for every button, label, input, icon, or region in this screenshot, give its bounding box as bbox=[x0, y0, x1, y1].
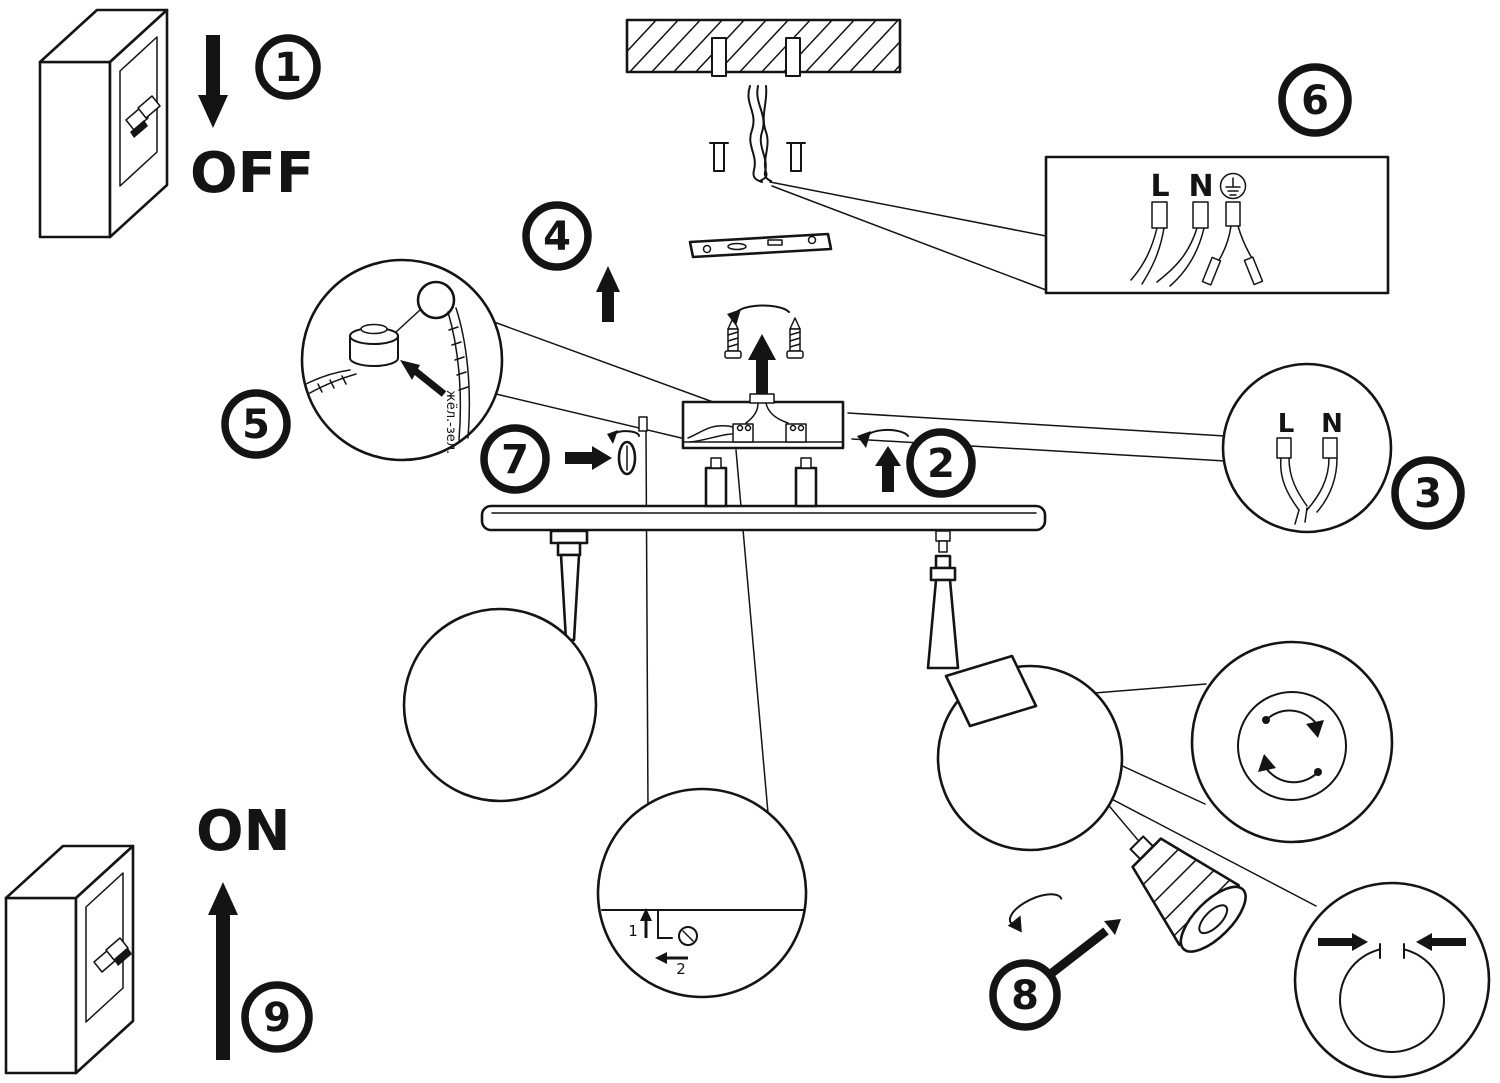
ground-wire bbox=[305, 307, 471, 441]
step-4-number: 4 bbox=[543, 214, 571, 260]
ground-icon bbox=[1219, 172, 1247, 200]
insert-arrow-icon bbox=[1104, 919, 1121, 935]
step7-side-screw bbox=[565, 430, 640, 476]
step-2-number: 2 bbox=[927, 441, 955, 487]
lamp-post-left bbox=[704, 466, 728, 508]
pair-n-label: N bbox=[1321, 409, 1343, 439]
adjust-arrow-2-icon bbox=[655, 952, 667, 964]
detail-adjust-mechanism: 1 2 bbox=[596, 787, 808, 999]
step-7-number: 7 bbox=[501, 437, 529, 483]
step-5-number: 5 bbox=[242, 402, 270, 448]
step-8-badge: 8 bbox=[989, 959, 1061, 1031]
breaker-switch-off bbox=[125, 95, 161, 138]
step-3-badge: 3 bbox=[1391, 456, 1465, 530]
lamp-right bbox=[926, 554, 1124, 852]
terminal-l-label: L bbox=[1150, 169, 1169, 204]
step-9-number: 9 bbox=[263, 995, 291, 1041]
wire-color-note: жёл.-зел. bbox=[443, 390, 458, 454]
adjust-label-2: 2 bbox=[676, 960, 686, 978]
pair-l-label: L bbox=[1278, 409, 1295, 439]
terminal-n-label: N bbox=[1188, 169, 1213, 204]
lamp-left bbox=[402, 529, 598, 803]
push-arrow-right-icon bbox=[1416, 933, 1432, 951]
step-4-badge: 4 bbox=[522, 201, 592, 271]
step-8-number: 8 bbox=[1011, 973, 1039, 1019]
on-label: ON bbox=[196, 799, 290, 864]
step2-tighten bbox=[857, 428, 909, 492]
stud-under-plate bbox=[935, 530, 951, 542]
globe-holder bbox=[944, 654, 1038, 728]
ring-lug bbox=[416, 280, 456, 320]
adjust-arrow-1-icon bbox=[640, 908, 652, 921]
step-1-badge: 1 bbox=[255, 34, 321, 100]
terminal-box bbox=[638, 393, 845, 450]
step-9-badge: 9 bbox=[241, 981, 313, 1053]
ceiling bbox=[625, 18, 902, 183]
base-plate bbox=[480, 457, 1047, 553]
ground-post bbox=[349, 323, 399, 367]
ceiling-hatch bbox=[627, 20, 900, 72]
step-6-badge: 6 bbox=[1278, 63, 1352, 137]
detail-twist-lock bbox=[1190, 640, 1394, 844]
mounting-screws bbox=[724, 304, 804, 398]
breaker-box-off bbox=[38, 8, 169, 239]
glass-globe-left bbox=[402, 607, 598, 803]
step-1-number: 1 bbox=[274, 45, 302, 91]
ceiling-hole-left bbox=[711, 37, 727, 77]
breaker-box-on bbox=[4, 844, 135, 1075]
mains-wires bbox=[747, 85, 772, 183]
detail-wire-pairs: L N bbox=[1221, 362, 1393, 534]
detail-socket-opening bbox=[1293, 881, 1491, 1079]
side-arrow-icon bbox=[565, 446, 612, 470]
mounting-bracket bbox=[688, 232, 833, 259]
tighten-rotation-arrow-icon bbox=[865, 428, 909, 441]
bulb-rotation-icon bbox=[1008, 893, 1063, 928]
wall-anchor-left bbox=[709, 142, 729, 172]
ceiling-hole-right bbox=[785, 37, 801, 77]
wall-anchor-right bbox=[786, 142, 806, 172]
step-6-number: 6 bbox=[1301, 78, 1329, 124]
screw-rotation-arrow-icon bbox=[734, 304, 790, 319]
step-7-badge: 7 bbox=[480, 424, 550, 494]
off-label: OFF bbox=[190, 141, 314, 206]
adjustment-pin bbox=[638, 416, 648, 432]
lamp-stem-right bbox=[926, 578, 960, 670]
breaker-switch-on bbox=[93, 937, 132, 973]
power-down-arrow-icon bbox=[198, 35, 228, 128]
gu10-bulb bbox=[1129, 835, 1247, 953]
step-3-number: 3 bbox=[1414, 471, 1442, 517]
step-5-badge: 5 bbox=[221, 389, 291, 459]
cable-clamp bbox=[749, 393, 775, 404]
lamp-stem-left bbox=[559, 553, 581, 642]
terminal-wires bbox=[1130, 225, 1264, 287]
detail-ground-terminal: жёл.-зел. bbox=[300, 258, 504, 462]
power-up-arrow-icon bbox=[208, 882, 238, 1060]
adjust-label-1: 1 bbox=[628, 922, 638, 940]
step-2-badge: 2 bbox=[906, 428, 976, 498]
pointer-arrow-icon bbox=[411, 367, 447, 397]
push-arrow-left-icon bbox=[1352, 933, 1368, 951]
detail-terminal-block: L N bbox=[1044, 155, 1390, 295]
step8-insert-bulb bbox=[1007, 893, 1121, 980]
lamp-post-right bbox=[794, 466, 818, 508]
twisted-wires bbox=[1279, 457, 1338, 525]
bulb-face bbox=[1179, 885, 1247, 953]
tighten-up-arrow-icon bbox=[875, 446, 901, 492]
lift-up-arrow-icon bbox=[596, 266, 620, 322]
base-lift-arrow-icon bbox=[748, 334, 776, 398]
